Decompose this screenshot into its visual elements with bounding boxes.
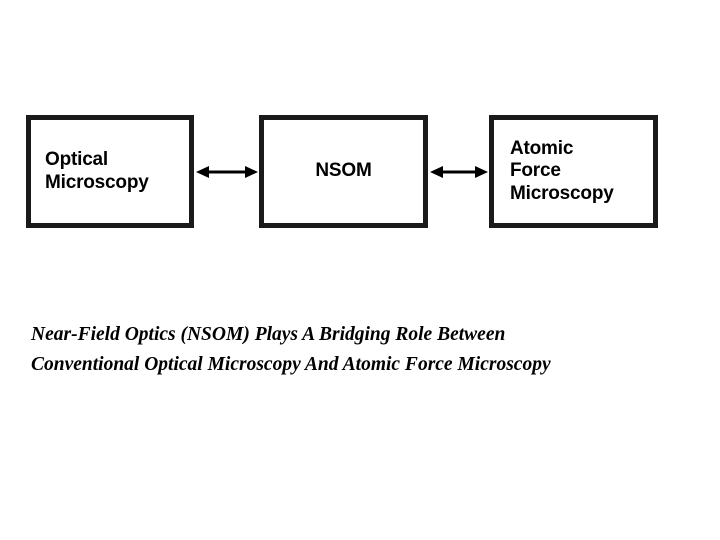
slide-caption: Near-Field Optics (NSOM) Plays A Bridgin… bbox=[31, 324, 551, 375]
diagram-node-optical-microscopy[interactable]: Optical Microscopy bbox=[26, 115, 194, 228]
node-label-nsom: NSOM bbox=[315, 160, 372, 182]
double-arrow-icon-nsom-afm bbox=[430, 166, 488, 178]
diagram-node-nsom[interactable]: NSOM bbox=[259, 115, 428, 228]
node-label-atomic-force-microscopy: Atomic Force Microscopy bbox=[510, 137, 614, 204]
diagram-node-atomic-force-microscopy[interactable]: Atomic Force Microscopy bbox=[489, 115, 658, 228]
double-arrow-icon-optical-nsom bbox=[196, 166, 258, 178]
node-label-optical-microscopy: Optical Microscopy bbox=[45, 149, 149, 193]
